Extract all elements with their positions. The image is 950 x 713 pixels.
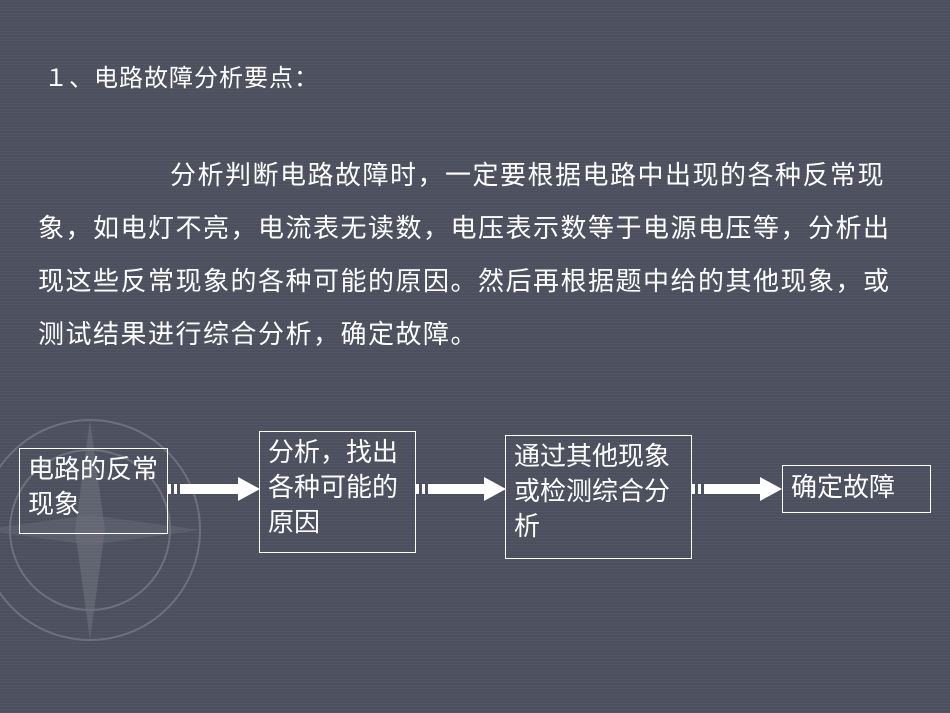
body-paragraph: 分析判断电路故障时，一定要根据电路中出现的各种反常现象，如电灯不亮，电流表无读数… (38, 150, 908, 362)
compass-watermark-icon (0, 419, 201, 641)
flow-box-label: 确定故障 (791, 473, 896, 503)
flow-box-abnormal-phenomena: 电路的反常现象 (19, 448, 168, 534)
flow-box-comprehensive-analysis: 通过其他现象或检测综合分析 (505, 435, 692, 559)
flow-box-analyze-causes: 分析，找出各种可能的原因 (259, 431, 416, 553)
flow-box-label: 电路的反常现象 (28, 455, 159, 520)
flow-box-determine-fault: 确定故障 (782, 465, 931, 513)
flow-arrow-1-icon (168, 477, 260, 501)
flow-box-label: 分析，找出各种可能的原因 (268, 438, 399, 538)
paragraph-text: 分析判断电路故障时，一定要根据电路中出现的各种反常现象，如电灯不亮，电流表无读数… (38, 161, 891, 350)
flow-box-label: 通过其他现象或检测综合分析 (514, 442, 671, 542)
flow-arrow-3-icon (692, 477, 782, 501)
section-heading: １、电路故障分析要点： (44, 64, 319, 92)
flow-arrow-2-icon (416, 477, 506, 501)
